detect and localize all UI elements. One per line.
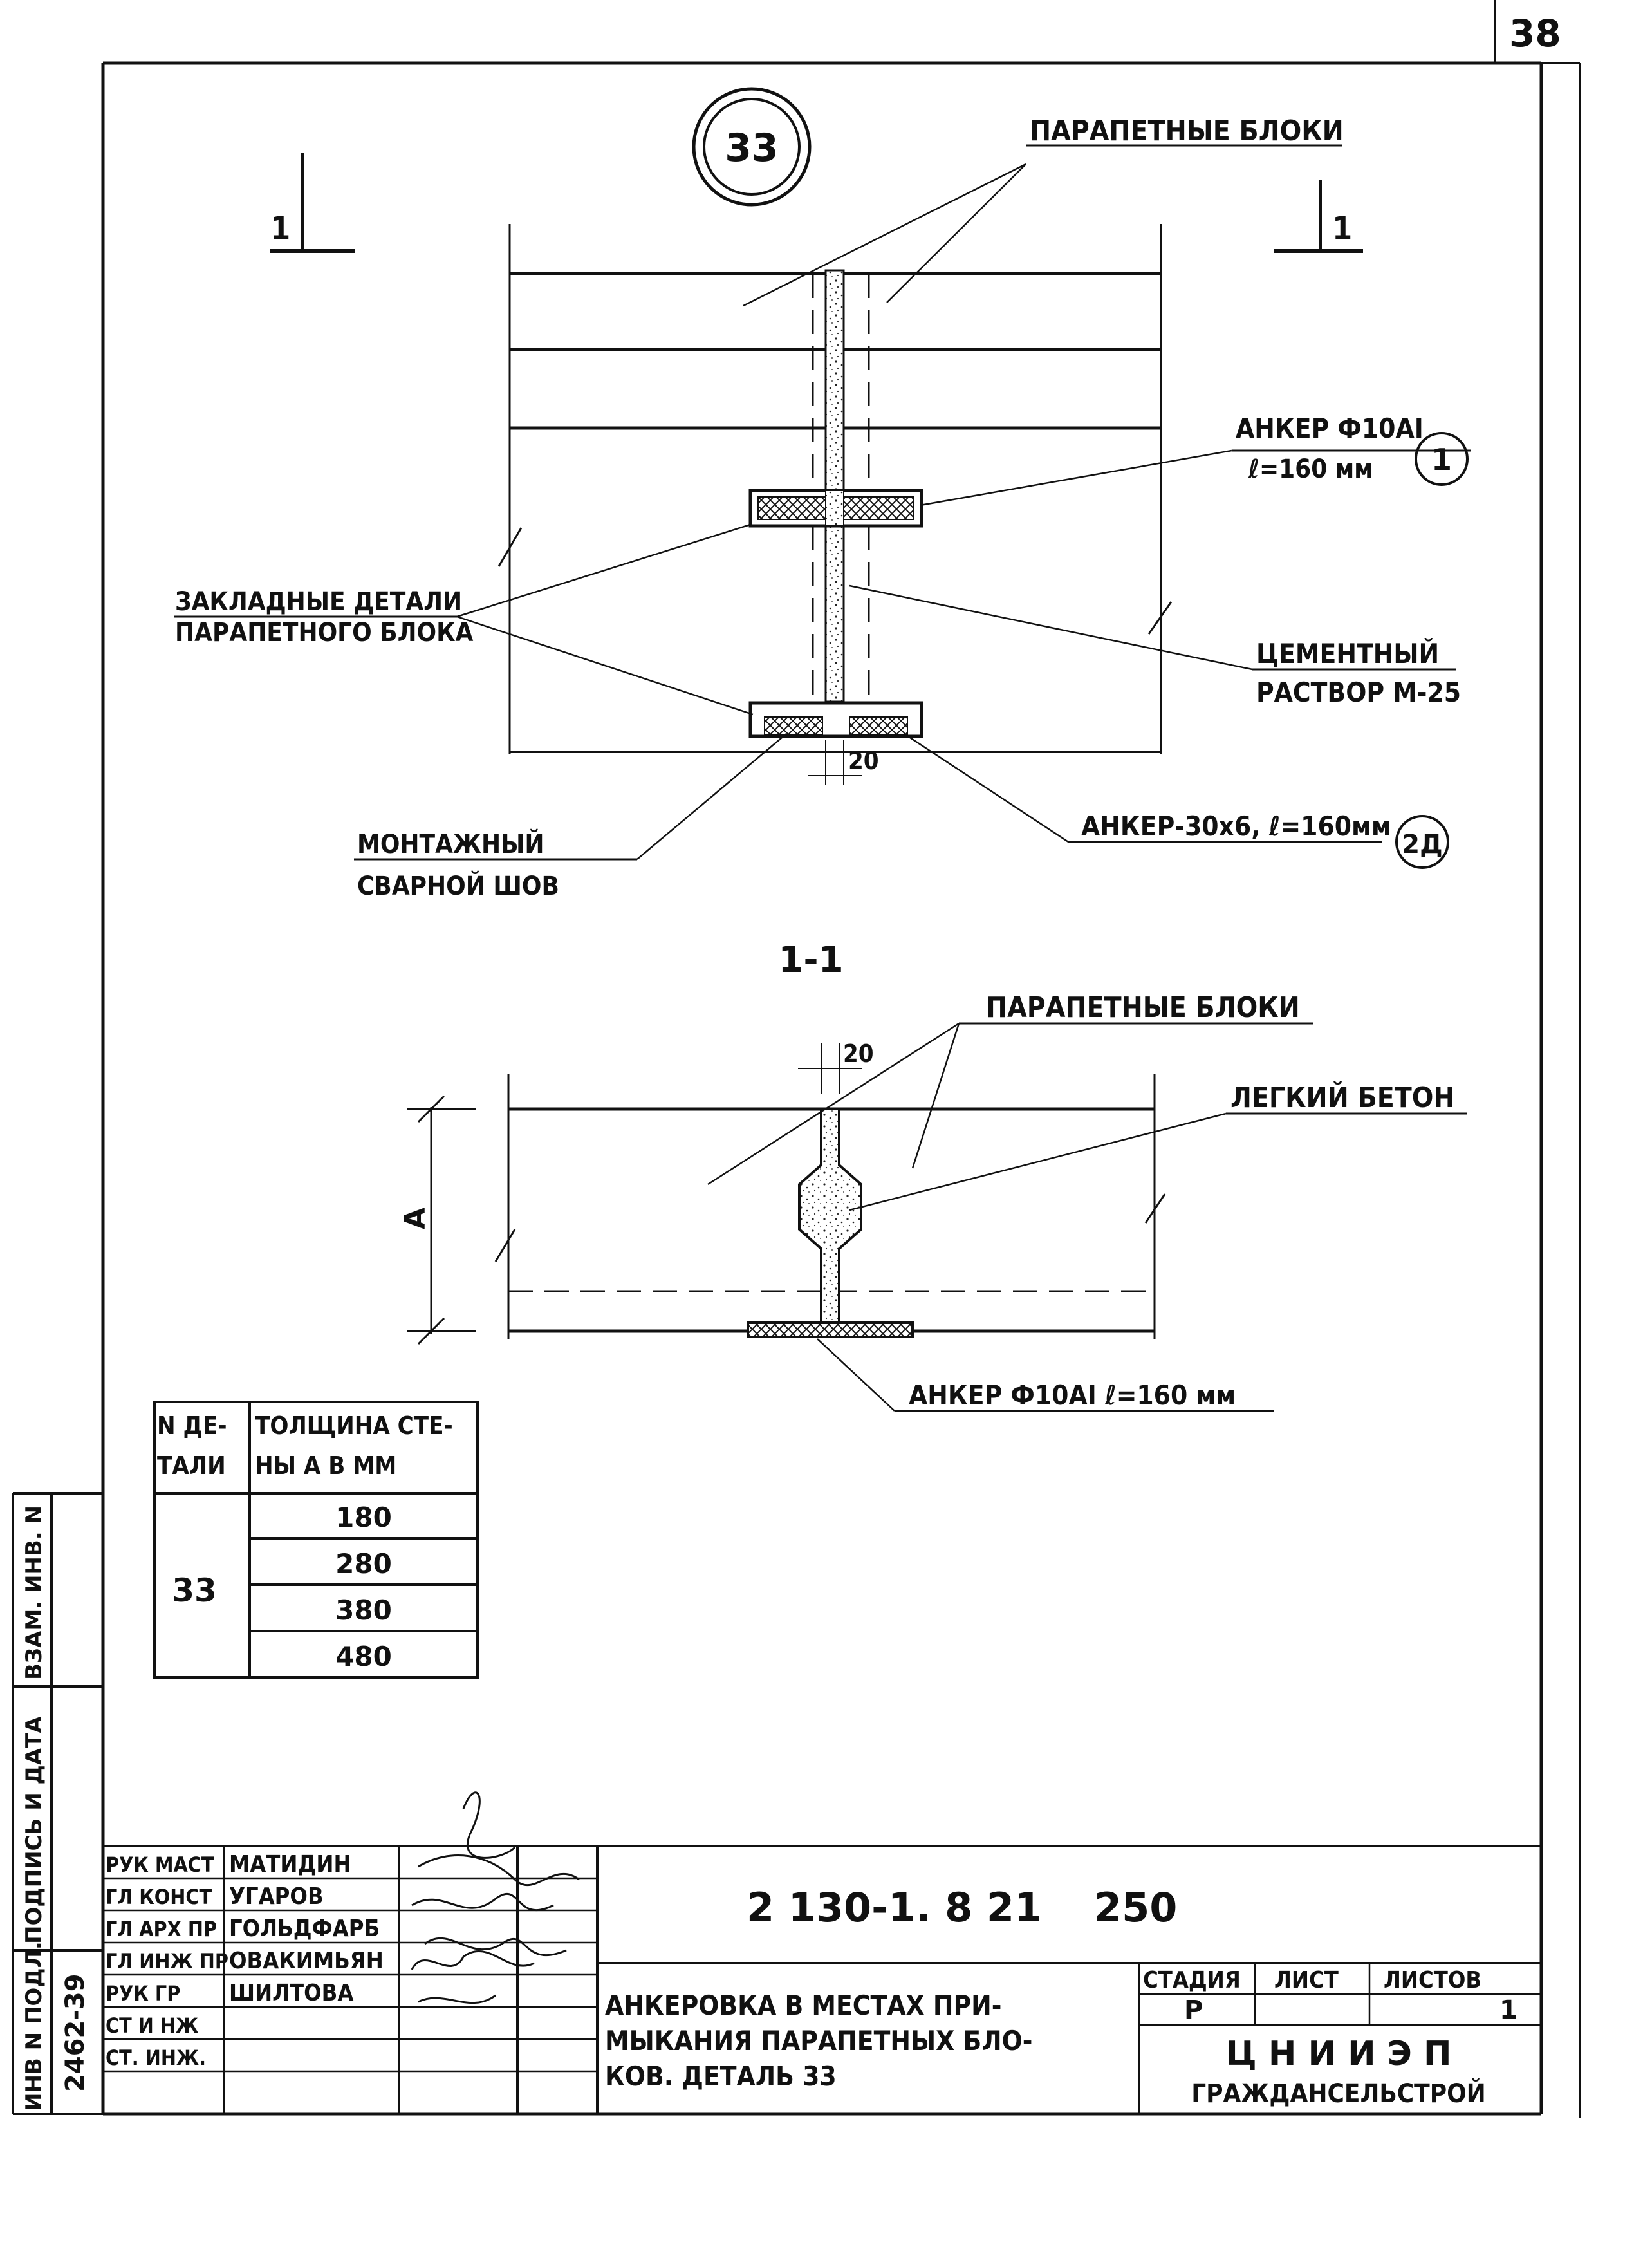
- plan-embedded-line2: ПАРАПЕТНОГО БЛОКА: [175, 618, 473, 648]
- detail-marker-number: 33: [725, 126, 779, 171]
- drawing-code-number: 250: [1094, 1884, 1177, 1931]
- sheet-number: 38: [1509, 12, 1561, 55]
- description-line: МЫКАНИЯ ПАРАПЕТНЫХ БЛО-: [605, 2025, 1032, 2057]
- role-label: ГЛ КОНСТ: [106, 1885, 212, 1909]
- plan-anchor2-label: АНКЕР-30х6, ℓ=160мм: [1081, 810, 1391, 842]
- section-title: 1-1: [778, 939, 843, 981]
- drawing-code: 2 130-1. 8 21: [747, 1884, 1042, 1931]
- plan-view: [174, 144, 1471, 869]
- side-stamp: [12, 1492, 103, 2115]
- table-header-col1-line2: ТАЛИ: [157, 1451, 226, 1480]
- role-name: ГОЛЬДФАРБ: [229, 1916, 380, 1942]
- stamp-sign-label: ПОДПИСЬ И ДАТА: [21, 1716, 47, 1944]
- stage-value: Р: [1184, 1995, 1203, 2025]
- sheets-value: 1: [1499, 1995, 1517, 2025]
- description-line: КОВ. ДЕТАЛЬ 33: [605, 2060, 837, 2092]
- role-name: УГАРОВ: [229, 1883, 324, 1910]
- plan-mortar-line1: ЦЕМЕНТНЫЙ: [1256, 637, 1439, 669]
- title-block-roles: РУК МАСТ МАТИДИН ГЛ КОНСТ УГАРОВ ГЛ АРХ …: [106, 1851, 384, 2070]
- plan-mortar-line2: РАСТВОР М-25: [1256, 676, 1461, 708]
- org-line2: ГРАЖДАНСЕЛЬСТРОЙ: [1191, 2078, 1486, 2109]
- plan-parapet-blocks-label: ПАРАПЕТНЫЕ БЛОКИ: [1030, 115, 1344, 147]
- title-block-grid: [103, 1845, 1541, 2114]
- plan-anchor1-ref: 1: [1431, 442, 1452, 477]
- plan-weld-line2: СВАРНОЙ ШОВ: [357, 870, 559, 901]
- table-value: 280: [335, 1548, 392, 1580]
- role-label: ГЛ АРХ ПР: [106, 1917, 217, 1941]
- stamp-inv-label: ИНВ N ПОДЛ.: [21, 1941, 47, 2111]
- section-light-concrete-label: ЛЕГКИЙ БЕТОН: [1230, 1080, 1455, 1114]
- plan-section-mark-left: 1: [270, 210, 290, 247]
- role-label: СТ. ИНЖ.: [106, 2046, 206, 2070]
- section-view: [407, 1022, 1467, 1412]
- role-name: МАТИДИН: [229, 1851, 351, 1878]
- detail-marker: [692, 87, 812, 207]
- stage-label: СТАДИЯ: [1143, 1967, 1241, 1993]
- section-gap-dim: 20: [843, 1040, 874, 1068]
- plan-embedded-line1: ЗАКЛАДНЫЕ ДЕТАЛИ: [175, 587, 462, 617]
- plan-anchor2-ref: 2Д: [1402, 830, 1442, 859]
- table-value: 180: [335, 1502, 392, 1533]
- plan-anchor1-line2: ℓ=160 мм: [1248, 454, 1373, 484]
- plan-section-mark-right: 1: [1332, 210, 1352, 247]
- role-label: РУК ГР: [106, 1981, 180, 2006]
- sheet-frame: [101, 0, 1581, 2118]
- section-dim-a: А: [399, 1208, 432, 1229]
- section-parapet-blocks-label: ПАРАПЕТНЫЕ БЛОКИ: [986, 991, 1300, 1024]
- table-value: 380: [335, 1594, 392, 1626]
- description-line: АНКЕРОВКА В МЕСТАХ ПРИ-: [605, 1990, 1001, 2021]
- thickness-table: [153, 1401, 479, 1679]
- stamp-inv-value: 2462-39: [60, 1973, 90, 2092]
- org-line1: Ц Н И И Э П: [1226, 2035, 1452, 2073]
- table-header-col1-line1: N ДЕ-: [157, 1412, 227, 1440]
- plan-anchor1-line1: АНКЕР Ф10АI: [1236, 413, 1424, 444]
- role-label: СТ И НЖ: [106, 2013, 198, 2038]
- role-label: ГЛ ИНЖ ПР: [106, 1949, 228, 1973]
- table-header-col2-line2: НЫ А В ММ: [255, 1451, 396, 1480]
- role-name: ОВАКИМЬЯН: [229, 1948, 384, 1974]
- sheet-label: ЛИСТ: [1274, 1967, 1339, 1993]
- table-detail-number: 33: [172, 1572, 217, 1609]
- role-name: ШИЛТОВА: [229, 1980, 353, 2006]
- section-anchor-label: АНКЕР Ф10АI ℓ=160 мм: [909, 1379, 1236, 1411]
- table-header-col2-line1: ТОЛЩИНА СТЕ-: [255, 1412, 453, 1440]
- plan-gap-dim: 20: [848, 747, 879, 775]
- signatures: [411, 1791, 580, 2004]
- sheets-label: ЛИСТОВ: [1384, 1967, 1481, 1993]
- table-value: 480: [335, 1641, 392, 1672]
- role-label: РУК МАСТ: [106, 1852, 214, 1877]
- stamp-replace-label: ВЗАМ. ИНВ. N: [21, 1506, 47, 1680]
- plan-weld-line1: МОНТАЖНЫЙ: [357, 828, 544, 859]
